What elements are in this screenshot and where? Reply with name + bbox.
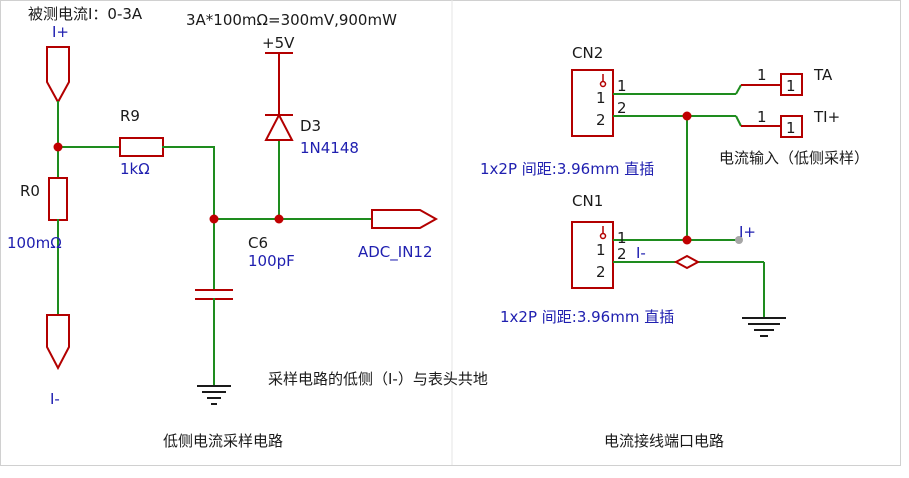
cn1-ref: CN1 [572, 192, 603, 210]
ta-pin-number: 1 [757, 66, 767, 84]
r0-body [48, 177, 68, 221]
cn2-pin1-dot [599, 80, 607, 88]
left-circuit [46, 46, 439, 405]
r0-value: 100mΩ [7, 234, 62, 252]
net-iminus-label: I- [636, 244, 646, 262]
cn2-body [571, 69, 614, 137]
ta-terminal [780, 73, 803, 96]
adc-net-flag [371, 209, 439, 229]
junction-d3 [274, 214, 284, 224]
cn1-description: 1x2P 间距:3.96mm 直插 [500, 308, 674, 326]
cn2-pin2-label-inner: 2 [596, 111, 606, 129]
d3-ref: D3 [300, 117, 321, 135]
port-iminus-label: I- [50, 390, 60, 408]
tiplus-terminal [780, 115, 803, 138]
d3-value: 1N4148 [300, 139, 359, 157]
adc-net-label: ADC_IN12 [358, 243, 433, 262]
d3-triangle [264, 112, 294, 141]
net-iplus-endpoint [735, 236, 743, 244]
cn1-pin2-label: 2 [617, 245, 627, 263]
port-iminus-symbol [46, 314, 70, 371]
wire-cn2-pin2-bend [735, 115, 742, 127]
tiplus-terminal-number: 1 [786, 119, 796, 137]
cn1-pin1-dot [599, 232, 607, 240]
cn2-description: 1x2P 间距:3.96mm 直插 [480, 160, 654, 178]
cn2-pin1-label: 1 [617, 77, 627, 95]
ground-note: 采样电路的低侧（I-）与表头共地 [268, 370, 488, 388]
net-iplus-label: I+ [739, 223, 756, 241]
c6-ref: C6 [248, 234, 268, 252]
ta-terminal-number: 1 [786, 77, 796, 95]
junction-cn1-pin1 [682, 235, 692, 245]
cn1-pin2-marker [673, 254, 701, 270]
port-iplus-symbol [46, 46, 70, 105]
cn1-pin1-label-inner: 1 [596, 241, 606, 259]
junction-cn2-pin2 [682, 111, 692, 121]
sheet-frame [0, 0, 901, 466]
port-iplus-label: I+ [52, 23, 69, 41]
power-calc-note: 3A*100mΩ=300mV,900mW [186, 11, 397, 29]
tiplus-label: TI+ [813, 108, 840, 126]
c6-value: 100pF [248, 252, 295, 270]
gnd-right-symbol [742, 317, 786, 337]
r9-body [119, 137, 164, 157]
r0-ref: R0 [20, 182, 40, 200]
tiplus-pin-number: 1 [757, 108, 767, 126]
left-section-title: 低侧电流采样电路 [163, 432, 283, 450]
r9-ref: R9 [120, 107, 140, 125]
cn1-pin2-label-inner: 2 [596, 263, 606, 281]
cn2-pin1-label-inner: 1 [596, 89, 606, 107]
r9-value: 1kΩ [120, 160, 150, 178]
wire-cn2-pin1-bend [735, 84, 742, 95]
junction-r0-r9 [53, 142, 63, 152]
gnd-left-symbol [197, 385, 231, 405]
cn1-body [571, 221, 614, 289]
cn2-pin2-label: 2 [617, 99, 627, 117]
current-input-note: 电流输入（低侧采样） [719, 149, 869, 167]
right-section-title: 电流接线端口电路 [604, 432, 724, 450]
supply-label: +5V [262, 34, 295, 52]
measured-current-note: 被测电流I：0-3A [28, 5, 143, 23]
cn1-pin1-label: 1 [617, 229, 627, 247]
ta-label: TA [813, 66, 833, 84]
right-circuit [571, 69, 803, 337]
junction-c6 [209, 214, 219, 224]
cn2-ref: CN2 [572, 44, 603, 62]
